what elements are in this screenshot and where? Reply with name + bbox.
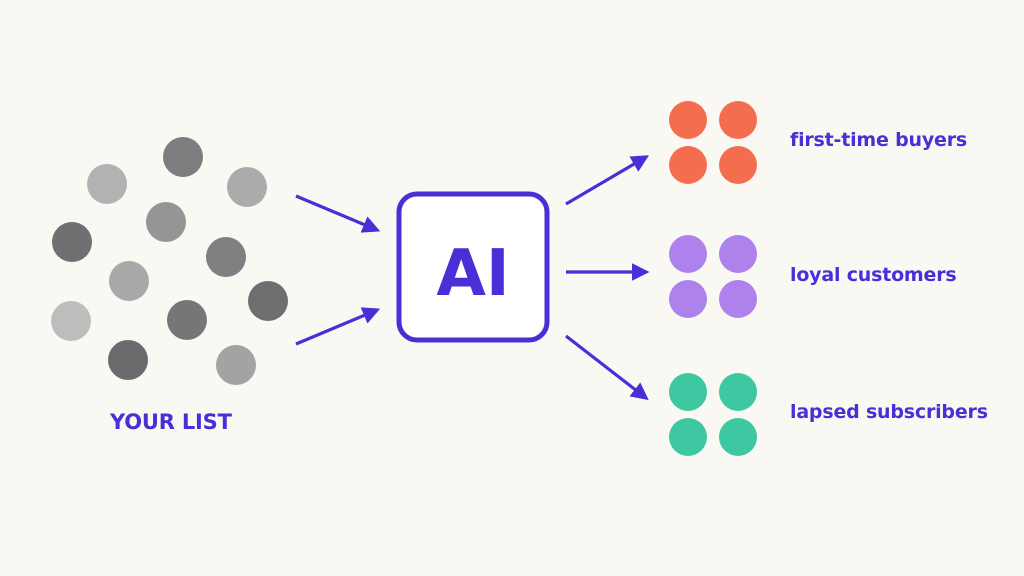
segment-dot-loyal-customers <box>669 280 707 318</box>
segment-label-loyal-customers: loyal customers <box>790 264 957 286</box>
segment-dot-lapsed-subscribers <box>669 418 707 456</box>
segment-dot-lapsed-subscribers <box>719 418 757 456</box>
segment-label-first-time-buyers: first-time buyers <box>790 129 967 151</box>
list-dot <box>227 167 267 207</box>
list-dot <box>206 237 246 277</box>
output-arrow-top <box>565 155 650 206</box>
segment-label-lapsed-subscribers: lapsed subscribers <box>790 401 988 423</box>
segment-dot-first-time-buyers <box>669 146 707 184</box>
segment-dots-group <box>669 101 757 456</box>
list-dot <box>87 164 127 204</box>
list-dot <box>52 222 92 262</box>
list-dot <box>167 300 207 340</box>
output-arrow-bottom <box>565 334 649 401</box>
segment-dot-lapsed-subscribers <box>669 373 707 411</box>
ai-box: AI <box>396 191 550 343</box>
ai-label: AI <box>436 237 509 311</box>
segment-dot-loyal-customers <box>719 280 757 318</box>
list-dot <box>146 202 186 242</box>
list-dot <box>51 301 91 341</box>
list-dot <box>109 261 149 301</box>
segment-dot-lapsed-subscribers <box>719 373 757 411</box>
input-arrows-group <box>295 194 381 346</box>
output-arrows-group <box>565 155 650 401</box>
input-arrow-bottom <box>295 307 381 346</box>
your-list-label: YOUR LIST <box>110 410 232 434</box>
segment-dot-first-time-buyers <box>669 101 707 139</box>
list-dot <box>248 281 288 321</box>
list-dots-group <box>51 137 288 385</box>
input-arrow-top <box>295 194 381 233</box>
ai-box-frame <box>396 191 550 343</box>
segment-dot-first-time-buyers <box>719 146 757 184</box>
segment-dot-first-time-buyers <box>719 101 757 139</box>
segment-dot-loyal-customers <box>719 235 757 273</box>
list-dot <box>108 340 148 380</box>
list-dot <box>163 137 203 177</box>
list-dot <box>216 345 256 385</box>
segment-dot-loyal-customers <box>669 235 707 273</box>
